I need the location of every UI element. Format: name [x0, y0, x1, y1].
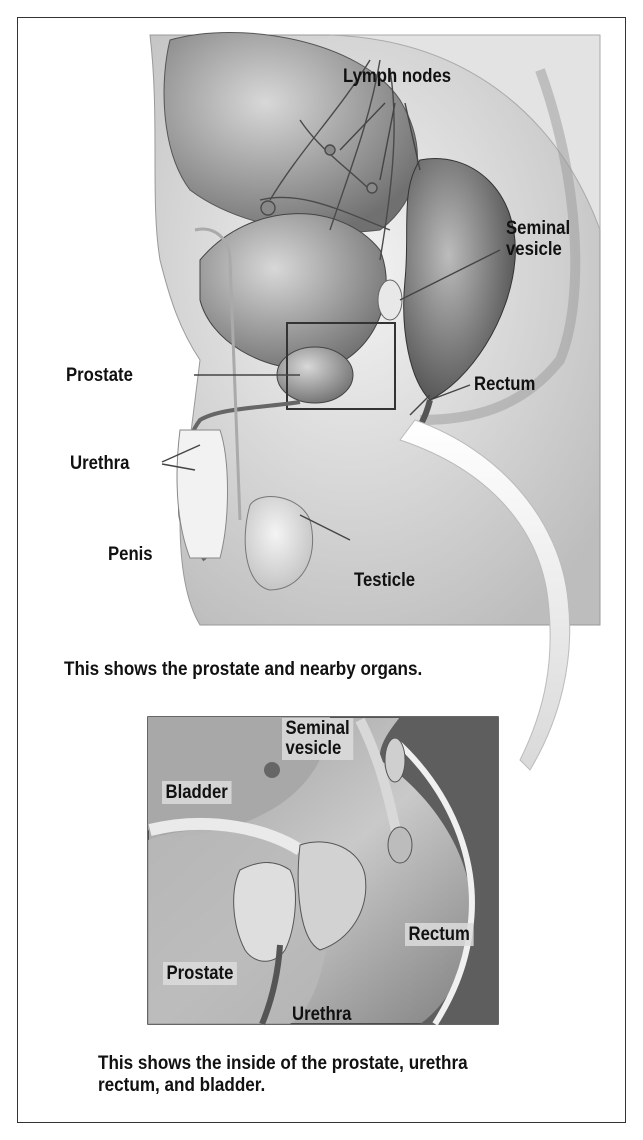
label-lymph-nodes: Lymph nodes	[343, 66, 451, 87]
label-bladder: Bladder	[162, 781, 231, 804]
label-prostate-top: Prostate	[66, 365, 133, 386]
label-seminal-vesicle-inset: Seminal vesicle	[282, 718, 353, 760]
label-rectum-top: Rectum	[474, 374, 535, 395]
caption-bottom: This shows the inside of the prostate, u…	[98, 1053, 566, 1097]
label-seminal-vesicle-top: Seminal vesicle	[506, 218, 570, 260]
label-prostate-inset: Prostate	[163, 962, 237, 985]
label-rectum-inset: Rectum	[405, 923, 473, 946]
caption-top: This shows the prostate and nearby organ…	[64, 659, 568, 681]
seminal-vesicle-top	[378, 280, 402, 320]
label-urethra-inset: Urethra	[292, 1004, 351, 1025]
label-urethra: Urethra	[70, 453, 129, 474]
label-testicle: Testicle	[354, 570, 415, 591]
label-penis: Penis	[108, 544, 153, 565]
